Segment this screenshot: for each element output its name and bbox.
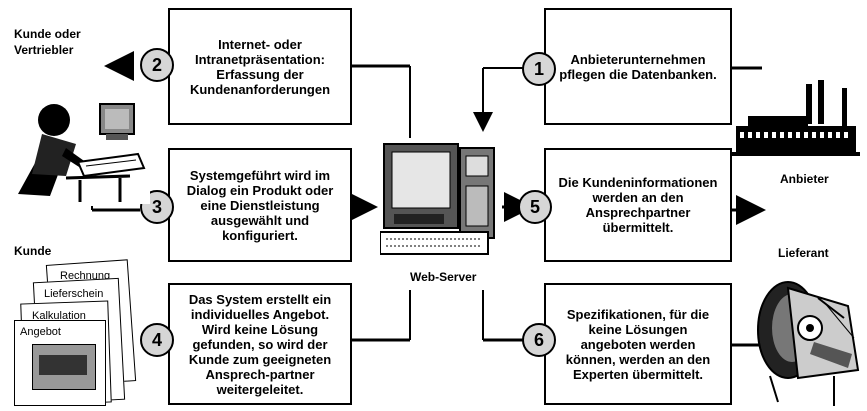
step-3-number: 3 (140, 190, 174, 224)
step-1-number: 1 (522, 52, 556, 86)
step-6-box: Spezifikationen, für die keine Lösungen … (544, 283, 732, 405)
step-4-text: Das System erstellt ein individuelles An… (188, 291, 332, 397)
step-2-number: 2 (140, 48, 174, 82)
step-6-text: Spezifikationen, für die keine Lösungen … (565, 306, 711, 382)
step-4-number: 4 (140, 323, 174, 357)
step-6-number: 6 (522, 323, 556, 357)
kalkulation-label: Kalkulation (32, 310, 86, 322)
step-5-box: Die Kundeninformationen werden an den An… (544, 148, 732, 262)
step-5-number: 5 (518, 190, 552, 224)
factory-icon (732, 80, 860, 156)
angebot-label: Angebot (20, 326, 61, 338)
step-3-box: Systemgeführt wird im Dialog ein Produkt… (168, 148, 352, 262)
step-5-text: Die Kundeninformationen werden an den An… (558, 175, 718, 235)
documents-stack: Rechnung Lieferschein Kalkulation Angebo… (10, 259, 140, 407)
step-1-box: Anbieterunternehmen pflegen die Datenban… (544, 8, 732, 125)
web-server-label: Web-Server (410, 270, 477, 284)
step-3-text: Systemgeführt wird im Dialog ein Produkt… (186, 167, 334, 243)
step-2-text: Internet- oder Intranetpräsentation: Erf… (189, 36, 331, 97)
kunde-oder-vertriebler-label: Kunde oder Vertriebler (14, 27, 81, 57)
lieferant-label: Lieferant (778, 246, 829, 260)
angebot-screen-graphic (32, 344, 96, 390)
lieferschein-label: Lieferschein (44, 288, 104, 300)
kunde-label: Kunde (14, 244, 52, 258)
step-4-box: Das System erstellt ein individuelles An… (168, 283, 352, 405)
step-2-box: Internet- oder Intranetpräsentation: Erf… (168, 8, 352, 125)
web-server-icon (380, 143, 495, 255)
anbieter-label: Anbieter (780, 172, 829, 186)
step-1-text: Anbieterunternehmen pflegen die Datenban… (559, 51, 717, 82)
person-at-computer-icon (10, 84, 150, 204)
machine-part-icon (757, 281, 860, 406)
